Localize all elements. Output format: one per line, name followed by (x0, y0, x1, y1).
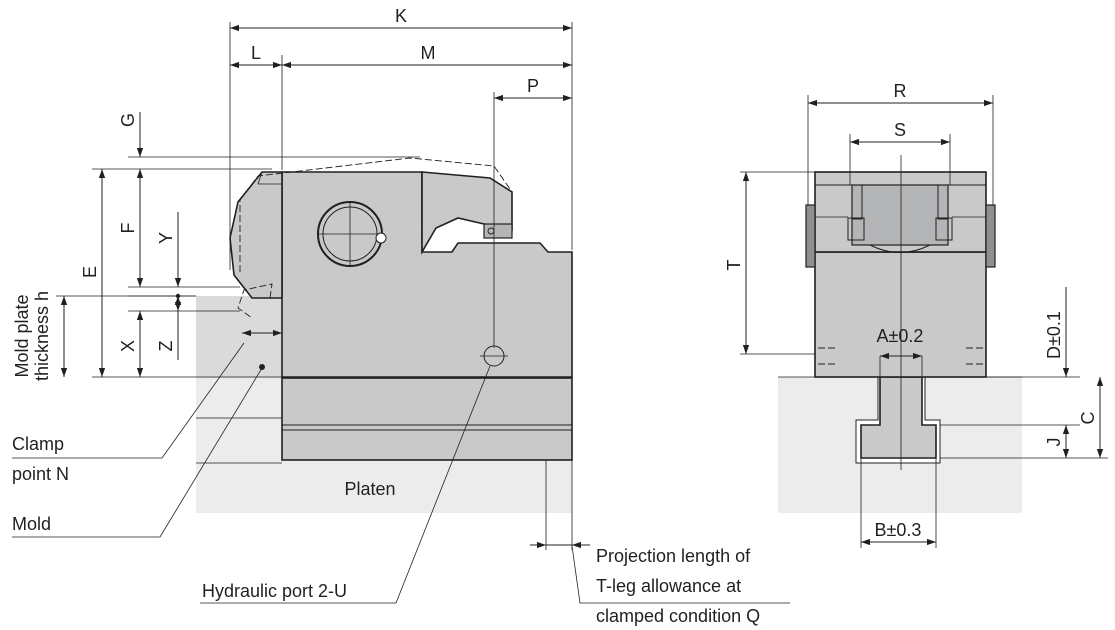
dim-f-label: F (118, 223, 138, 234)
dim-b-label: B±0.3 (875, 520, 922, 540)
clamp-base (281, 377, 573, 461)
mold-label: Mold (12, 514, 51, 534)
dim-m-label: M (421, 43, 436, 63)
platen-label: Platen (344, 479, 395, 499)
side-plate-left (805, 204, 816, 268)
dim-k-label: K (395, 6, 407, 26)
side-plate-right (985, 204, 996, 268)
dim-c-label: C (1078, 412, 1098, 425)
dim-e-label: E (80, 266, 100, 278)
clamp-point-label-line2: point N (12, 464, 69, 484)
front-view: R S T A±0.2 B±0.3 D±0.1 C J (724, 81, 1108, 548)
dim-r-label: R (894, 81, 907, 101)
dim-a-label: A±0.2 (877, 326, 924, 346)
platen-t-slot (778, 377, 1022, 513)
projection-label-line1: Projection length of (596, 546, 751, 566)
hydraulic-port-label: Hydraulic port 2-U (202, 581, 347, 601)
dim-y-label: Y (156, 232, 176, 244)
mold-plate-label-line2: thickness h (32, 291, 52, 381)
mold-plate-label-line1: Mold plate (12, 294, 32, 377)
clamp-arm-rear (421, 171, 513, 255)
dim-p-label: P (527, 76, 539, 96)
dim-d-label: D±0.1 (1044, 311, 1064, 359)
dim-g-label: G (118, 113, 138, 127)
mold-leader (12, 367, 263, 538)
arm-slot (851, 184, 949, 246)
clamp-front-body (814, 251, 987, 378)
dim-l-label: L (251, 43, 261, 63)
mold-block (196, 296, 282, 378)
dim-t-label: T (724, 260, 744, 271)
dim-j-label: J (1044, 438, 1064, 447)
dim-x-label: X (118, 340, 138, 352)
hydraulic-port-leader (200, 365, 491, 604)
side-view: K L M P G F E Y X Z Mold plate thickness… (12, 6, 790, 626)
projection-leader (571, 545, 790, 604)
dim-z-label: Z (156, 341, 176, 352)
projection-label-line2: T-leg allowance at (596, 576, 741, 596)
clamp-arm-front (229, 171, 283, 299)
dim-s-label: S (894, 120, 906, 140)
clamp-point-label-line1: Clamp (12, 434, 64, 454)
projection-label-line3: clamped condition Q (596, 606, 760, 626)
clamp-point-leader (12, 342, 245, 459)
